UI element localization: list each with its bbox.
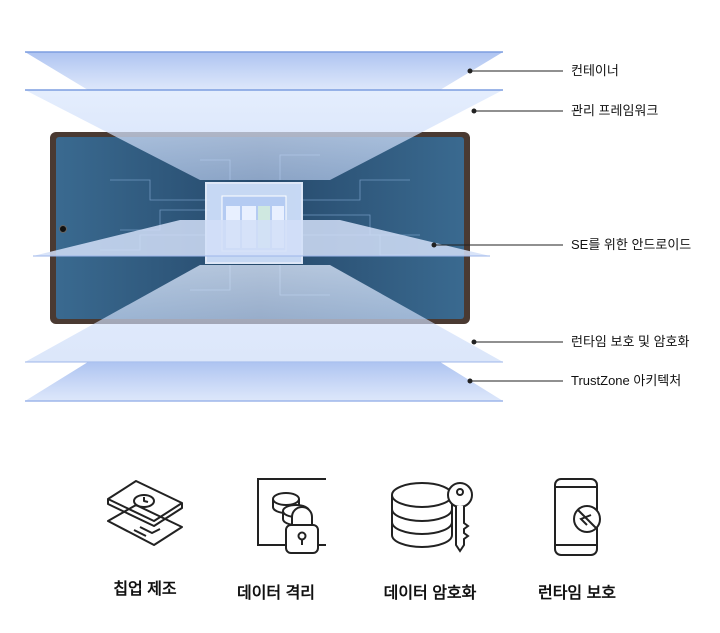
layer-android-for-se xyxy=(33,220,490,257)
phone-shield-icon xyxy=(554,478,601,556)
leader-dots xyxy=(431,68,477,384)
label-container: 컨테이너 xyxy=(571,63,619,78)
leader-lines xyxy=(434,70,563,382)
feature-label-encryption: 데이터 암호화 xyxy=(383,585,477,602)
database-lock-icon xyxy=(257,478,326,554)
layer-trustzone xyxy=(25,362,503,402)
feature-label-isolation: 데이터 격리 xyxy=(236,585,316,602)
label-runtime-protection-encryption: 런타임 보호 및 암호화 xyxy=(571,334,690,349)
label-android-for-se: SE를 위한 안드로이드 xyxy=(571,237,692,252)
feature-label-chip: 칩업 제조 xyxy=(113,581,177,598)
layer-management-framework xyxy=(25,89,503,180)
label-management-framework: 관리 프레임워크 xyxy=(571,103,659,118)
database-key-icon xyxy=(391,482,473,553)
label-trustzone: TrustZone 아키텍처 xyxy=(571,373,682,388)
feature-runtime-protection: 런타임 보호 xyxy=(507,475,647,603)
layer-container xyxy=(25,51,503,90)
feature-chip-manufacturing: 칩업 제조 xyxy=(75,475,215,599)
chip-card-icon xyxy=(107,480,183,546)
feature-label-runtime: 런타임 보호 xyxy=(537,585,617,602)
feature-data-isolation: 데이터 격리 xyxy=(206,475,346,603)
feature-data-encryption: 데이터 암호화 xyxy=(360,475,500,603)
